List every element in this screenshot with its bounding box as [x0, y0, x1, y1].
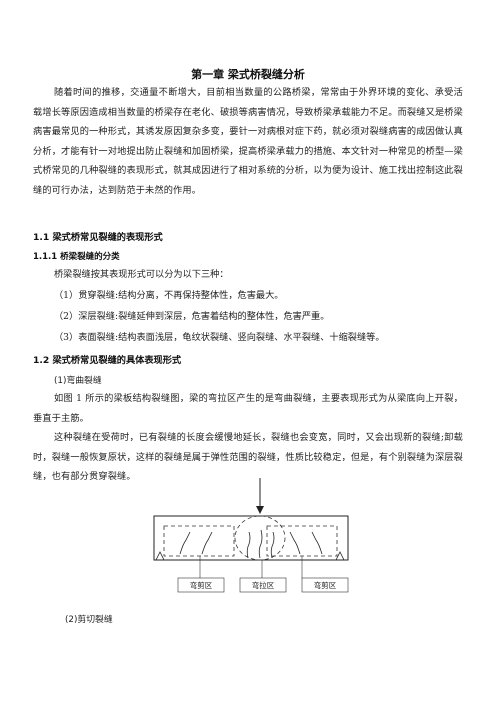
shear-zone-right — [266, 525, 338, 557]
shear-crack-label: (2)剪切裂缝 — [65, 615, 113, 625]
chapter-title: 第一章 梁式桥裂缝分析 — [191, 68, 305, 81]
crack-type-item: （3）表面裂缝:结构表面浅层，龟纹状裂缝、竖向裂缝、水平裂缝、十缩裂缝等。 — [54, 332, 385, 343]
bending-cracks — [246, 529, 275, 559]
intro-paragraph: 随着时间的推移，交通量不断增大，目前相当数量的公路桥梁，常常由于外界环境的变化、… — [33, 87, 463, 196]
left-support — [155, 551, 165, 561]
zone-label-shear-right: 弯剪区 — [314, 580, 337, 590]
crack-behavior-paragraph: 这种裂缝在受荷时，已有裂缝的长度会缓慢地延长，裂缝也会变宽，同时，又会出现新的裂… — [33, 432, 463, 482]
crack-type-item: （2）深层裂缝:裂缝延伸到深层，危害着结构的整体性，危害严重。 — [54, 311, 330, 322]
beam-outline — [153, 515, 349, 561]
zone-label-tension: 弯拉区 — [252, 580, 275, 590]
shear-cracks-right — [289, 531, 323, 555]
section-heading-1-1: 1.1 梁式桥常见裂缝的表现形式 — [33, 232, 163, 243]
shear-zone-left — [163, 525, 235, 557]
shear-cracks-left — [179, 531, 213, 555]
zone-label-shear-left: 弯剪区 — [190, 580, 213, 590]
classification-lead: 桥梁裂缝按其表现形式可以分为以下三种： — [54, 269, 229, 280]
subsection-heading-1-1-1: 1.1.1 桥梁裂缝的分类 — [33, 252, 120, 262]
crack-type-item: （1）贯穿裂缝:结构分离，不再保持整体性，危害最大。 — [54, 290, 284, 301]
label-leaders — [199, 556, 303, 578]
tension-zone — [234, 515, 286, 561]
section-heading-1-2: 1.2 梁式桥常见裂缝的具体表现形式 — [33, 355, 182, 366]
zone-labels: 弯剪区 弯拉区 弯剪区 — [177, 577, 349, 593]
right-support — [335, 551, 345, 561]
load-arrow — [256, 478, 264, 514]
beam-crack-figure: 弯剪区 弯拉区 弯剪区 — [153, 478, 349, 593]
bending-crack-label: (1)弯曲裂缝 — [54, 376, 102, 386]
bending-crack-paragraph: 如图 1 所示的梁板结构裂缝图，梁的弯拉区产生的是弯曲裂缝，主要表现形式为从梁底… — [33, 393, 463, 424]
